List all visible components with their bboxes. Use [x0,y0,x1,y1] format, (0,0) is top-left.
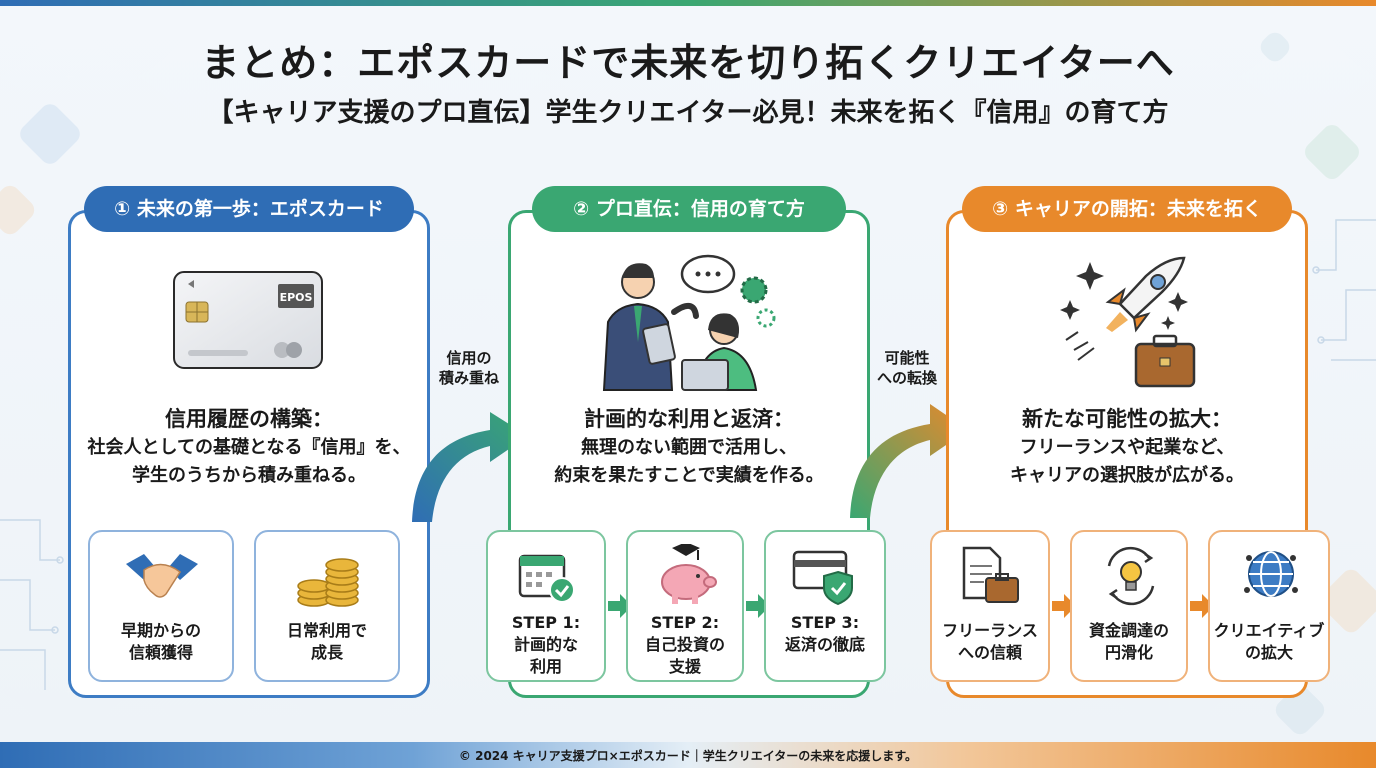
panel-1-heading-line: 社会人としての基礎となる『信用』を、 [87,437,411,458]
step-label-line: 計画的な [513,635,578,654]
step-label-line: 自己投資の [644,635,725,654]
item-fund-raising: 資金調達の 円滑化 [1070,530,1188,682]
item-label-line: の拡大 [1244,643,1293,662]
decorative-diamond [1300,120,1364,184]
item-label-line: クリエイティブ [1213,621,1325,640]
calendar-icon [518,554,575,603]
handshake-icon [126,554,198,598]
piggy-bank-icon [661,544,717,604]
panel-3-heading: 新たな可能性の拡大： フリーランスや起業など、 キャリアの選択肢が広がる。 [946,404,1308,490]
decorative-diamond [0,181,39,239]
panel-2-heading-line: 無理のない範囲で活用し、 [581,437,797,458]
page-subtitle: 【キャリア支援のプロ直伝】学生クリエイター必見！未来を拓く『信用』の育て方 [207,98,1169,128]
item-label-line: フリーランス [942,621,1038,640]
item-label-line: 早期からの [120,621,201,640]
flow-arrow-2 [850,404,968,518]
item-label-line: 信頼獲得 [128,643,193,662]
footer-copyright: © 2024 キャリア支援プロ×エポスカード｜学生クリエイターの未来を応援します… [458,749,918,763]
item-label-line: 円滑化 [1104,643,1153,662]
panel-3-heading-line: キャリアの選択肢が広がる。 [1010,465,1244,486]
connector-2-label: 可能性 への転換 [868,348,946,388]
panel-1-heading: 信用履歴の構築： 社会人としての基礎となる『信用』を、 学生のうちから積み重ねる… [68,404,430,490]
lightbulb-icon [1107,546,1155,606]
step-1-box: STEP 1: 計画的な 利用 [486,530,606,682]
panel-3-heading-title: 新たな可能性の拡大： [1022,407,1232,431]
item-freelance-trust: フリーランス への信頼 [930,530,1050,682]
item-creative-expansion: クリエイティブ の拡大 [1208,530,1330,682]
panel-2-heading-title: 計画的な利用と返済： [584,407,794,431]
step-label-line: STEP 2: [650,613,720,632]
item-label-line: 日常利用で [286,621,367,640]
panel-2-heading-line: 約束を果たすことで実績を作る。 [554,465,824,486]
connector-label-line: 積み重ね [438,369,499,387]
connector-label-line: への転換 [876,369,937,387]
panel-1-heading-title: 信用履歴の構築： [165,407,333,431]
rocket-briefcase-illustration [1060,256,1196,388]
top-accent-bar [0,0,1376,6]
item-label-line: への信頼 [957,643,1022,662]
step-label-line: 支援 [668,657,701,676]
step-3-box: STEP 3: 返済の徹底 [764,530,886,682]
item-early-trust: 早期からの 信頼獲得 [88,530,234,682]
credit-card-icon [173,271,323,369]
step-label-line: STEP 3: [790,613,860,632]
circuit-lines-left [0,519,64,690]
card-brand-label: EPOS [279,291,313,304]
step-label-line: STEP 1: [511,613,581,632]
panel-3-heading-line: フリーランスや起業など、 [1019,437,1235,458]
circuit-lines-right [1312,219,1376,361]
panel-3-header: ③ キャリアの開拓：未来を拓く [962,186,1292,232]
item-label-line: 資金調達の [1088,621,1169,640]
panel-1-header: ① 未来の第一歩：エポスカード [84,186,414,232]
step-label-line: 利用 [529,657,562,676]
panel-2-header: ② プロ直伝：信用の育て方 [532,186,846,232]
connector-label-line: 可能性 [884,349,930,367]
document-briefcase-icon [962,546,1019,603]
step-label-line: 返済の徹底 [784,635,865,654]
coins-icon [297,558,359,607]
item-daily-use-growth: 日常利用で 成長 [254,530,400,682]
flow-arrow-1 [412,412,528,522]
step-2-box: STEP 2: 自己投資の 支援 [626,530,744,682]
panel-1-heading-line: 学生のうちから積み重ねる。 [132,465,366,486]
card-shield-icon [792,550,853,606]
item-label-line: 成長 [310,643,343,662]
connector-label-line: 信用の [446,349,492,367]
panel-2-heading: 計画的な利用と返済： 無理のない範囲で活用し、 約束を果たすことで実績を作る。 [508,404,870,490]
footer-bar [0,742,1376,768]
globe-icon [1244,551,1298,597]
connector-1-label: 信用の 積み重ね [430,348,508,388]
page-title: まとめ：エポスカードで未来を切り拓くクリエイターへ [201,41,1175,85]
mentor-student-illustration [602,254,776,391]
